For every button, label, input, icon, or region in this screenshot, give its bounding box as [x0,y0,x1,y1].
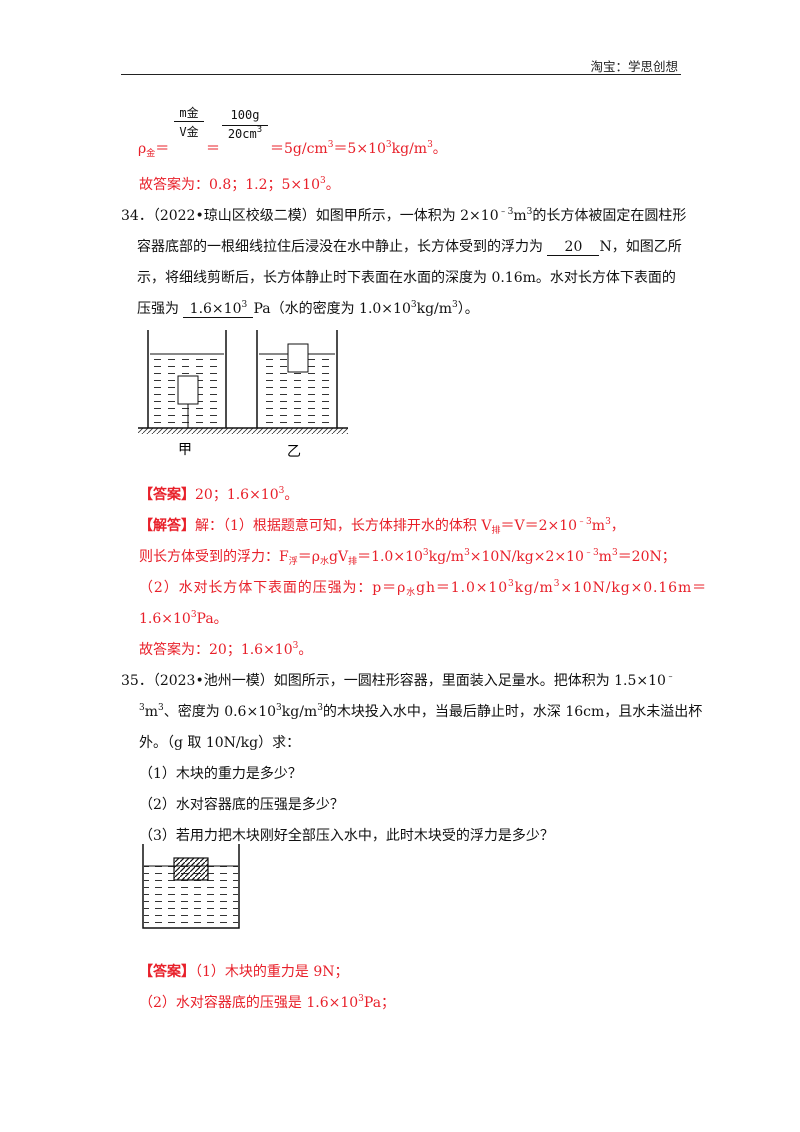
fraction-1-den: V金 [179,125,199,139]
fig-label-yi: 乙 [287,444,301,460]
prev-answer: 故答案为：0.8；1.2；5×103。 [139,176,340,194]
prev-result: ＝5g/cm3＝5×103kg/m3。 [270,140,447,158]
q34-final: 故答案为：20；1.6×103。 [139,641,313,659]
rho-sub: 金 [146,149,156,159]
answer-blank-1: 20 [547,239,600,256]
fraction-1-bar [174,121,204,122]
cuboid-jia [177,375,199,405]
q34-solution-l1: 【解答】解：（1）根据题意可知，长方体排开水的体积 V排＝V＝2×10﹣3m3， [139,517,625,536]
container-35 [142,844,240,929]
q35-sub2: （2）水对容器底的压强是多少？ [139,797,344,813]
rho-symbol: ρ [138,141,147,157]
ground-hatch [138,428,348,434]
header-text: 淘宝：学思创想 [590,59,678,74]
figure-35 [142,844,240,929]
container-yi [256,330,338,428]
fraction-2: 100g 20cm3 [222,108,268,141]
wood-block [173,857,209,881]
fraction-2-den: 20cm [227,127,257,141]
q35-line3: 外。（g 取 10N/kg）求： [139,735,301,751]
q35-sub3: （3）若用力把木块刚好全部压入水中，此时木块受的浮力是多少？ [139,828,554,844]
fraction-1-num: m金 [179,106,199,120]
q34-solution-l4: 1.6×103Pa。 [139,610,228,628]
fraction-2-bar [222,125,268,126]
q34-solution-l3: （2）水对长方体下表面的压强为：p＝ρ水gh＝1.0×103kg/m3×10N/… [139,579,708,598]
q35-answer-2: （2）水对容器底的压强是 1.6×103Pa； [139,994,396,1012]
q35-line1: 35．（2023•池州一模）如图所示，一圆柱形容器，里面装入足量水。把体积为 1… [121,672,675,690]
fraction-2-num: 100g [230,108,260,122]
q34-answer: 【答案】20；1.6×103。 [139,486,299,504]
figure-34: 甲 乙 [138,330,348,460]
fraction-1: m金 V金 [174,104,204,140]
q34-line3: 示，将细线剪断后，长方体静止时下表面在水面的深度为 0.16m。水对长方体下表面… [137,270,676,286]
q35-sub1: （1）木块的重力是多少？ [139,766,302,782]
q35-answer-1: 【答案】（1）木块的重力是 9N； [139,964,349,980]
cuboid-yi [287,343,309,373]
header-divider [121,74,681,75]
q34-line1: 34．（2022•琼山区校级二模）如图甲所示，一体积为 2×10﹣3m3的长方体… [121,207,687,225]
answer-blank-2: 1.6×103 [183,301,254,318]
fig-label-jia: 甲 [178,442,192,458]
q34-solution-l2: 则长方体受到的浮力：F浮＝ρ水gV排＝1.0×103kg/m3×10N/kg×2… [139,548,676,567]
q35-line2: 3m3、密度为 0.6×103kg/m3的木块投入水中，当最后静止时，水深 16… [139,703,703,721]
prev-formula: ρ金＝ m金 V金 ＝ 100g 20cm3 ＝5g/cm3＝5×103kg/m… [138,104,447,159]
container-jia [147,330,227,428]
